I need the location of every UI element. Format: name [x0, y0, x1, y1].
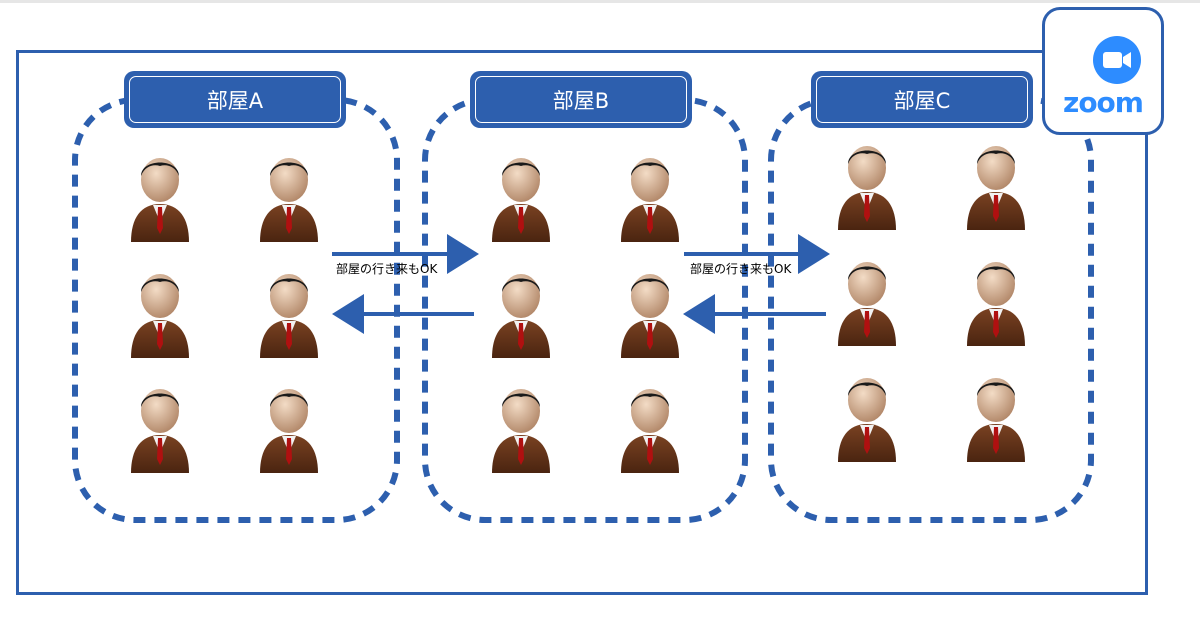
participant-icon — [488, 383, 554, 475]
room-a-label: 部屋A — [124, 71, 346, 128]
participant-icon — [617, 383, 683, 475]
participant-icon — [488, 152, 554, 244]
room-c-boundary — [768, 97, 1094, 523]
participant-icon — [834, 140, 900, 232]
participant-icon — [963, 140, 1029, 232]
room-a-label-text: 部屋A — [129, 76, 341, 123]
room-b-label: 部屋B — [470, 71, 692, 128]
zoom-meeting-frame — [16, 50, 1148, 595]
room-c-label: 部屋C — [811, 71, 1033, 128]
room-a-boundary — [72, 97, 400, 523]
video-camera-icon — [1093, 36, 1141, 84]
participant-icon — [127, 268, 193, 360]
movement-note-bc: 部屋の行き来もOK — [690, 262, 792, 276]
participant-icon — [834, 256, 900, 348]
room-b-boundary — [422, 97, 748, 523]
participant-icon — [617, 268, 683, 360]
participant-icon — [617, 152, 683, 244]
movement-note-ab: 部屋の行き来もOK — [336, 262, 438, 276]
participant-icon — [127, 152, 193, 244]
participant-icon — [256, 152, 322, 244]
room-b-label-text: 部屋B — [475, 76, 687, 123]
zoom-wordmark: zoom — [1063, 86, 1144, 119]
zoom-logo-badge: zoom — [1042, 7, 1164, 135]
participant-icon — [963, 256, 1029, 348]
participant-icon — [256, 383, 322, 475]
top-divider — [0, 0, 1200, 3]
participant-icon — [256, 268, 322, 360]
participant-icon — [963, 372, 1029, 464]
participant-icon — [127, 383, 193, 475]
participant-icon — [488, 268, 554, 360]
room-c-label-text: 部屋C — [816, 76, 1028, 123]
participant-icon — [834, 372, 900, 464]
